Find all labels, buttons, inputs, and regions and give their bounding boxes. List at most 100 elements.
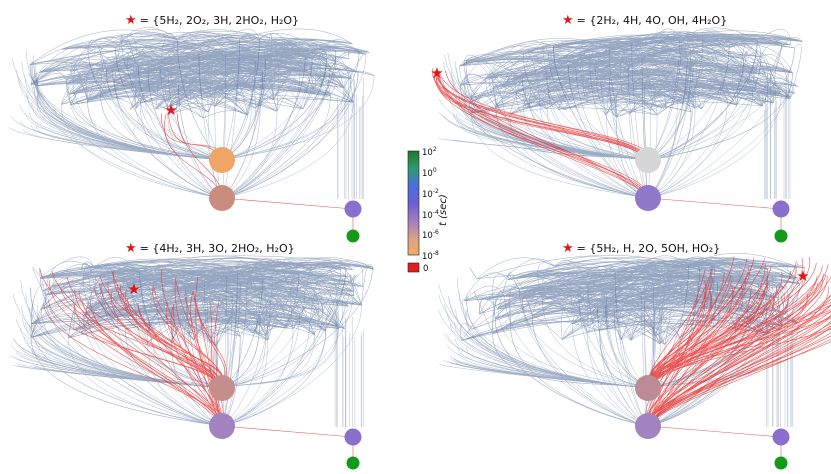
fan-edge (17, 77, 223, 161)
highlight-edge (440, 77, 649, 199)
fan-edge (470, 98, 649, 199)
network-edge (227, 269, 252, 323)
network-edge (228, 265, 374, 319)
network-edge (542, 288, 607, 300)
network-edge (61, 46, 278, 112)
fan-edge (221, 51, 360, 199)
upper-node (209, 147, 235, 173)
network-edge (32, 312, 150, 324)
network-edge (271, 52, 331, 67)
network-edge (504, 291, 533, 316)
network-edge (666, 262, 784, 288)
network-edge (228, 265, 374, 319)
highlight-edge (436, 77, 649, 199)
network-edge (789, 90, 795, 100)
network-edge (476, 257, 555, 279)
network-edge (160, 37, 265, 70)
network-edge (87, 50, 313, 100)
network-edge (466, 42, 610, 98)
network-edge (461, 320, 654, 341)
network-edge (250, 267, 269, 341)
network-edge (542, 274, 582, 300)
network-edge (40, 269, 293, 284)
network-edge (313, 264, 354, 292)
network-edge (620, 264, 715, 340)
network-edge (167, 93, 261, 108)
network-edge (604, 278, 667, 307)
network-edge (29, 62, 304, 110)
network-edge (36, 79, 204, 119)
highlight-edge (647, 304, 831, 427)
network-edge (44, 291, 218, 335)
network-edge (762, 276, 774, 315)
network-edge (534, 272, 699, 302)
network-edge (117, 309, 320, 322)
network-edge (106, 58, 251, 89)
network-edge (521, 290, 645, 300)
network-edge (93, 263, 137, 313)
network-edge (140, 96, 278, 112)
network-edge (228, 314, 315, 335)
network-edge (256, 300, 362, 334)
network-edge (139, 263, 186, 288)
network-edge (463, 294, 523, 302)
network-edge (114, 34, 123, 81)
network-edge (522, 289, 598, 309)
network-edge (285, 317, 326, 331)
network-edge (553, 41, 618, 80)
fan-edge (221, 304, 362, 427)
fan-edge (34, 350, 223, 389)
star-icon: ★ (562, 13, 574, 28)
highlight-edge (647, 325, 831, 427)
network-edge (258, 273, 319, 302)
network-edge (156, 297, 230, 319)
network-edge (292, 274, 348, 286)
fan-edge (647, 43, 782, 161)
network-edge (688, 303, 698, 315)
network-edge (285, 260, 373, 329)
panel-title-3: ★= {4H₂, 3H, 3O, 2HO₂, H₂O} (125, 241, 295, 256)
fan-edge (86, 308, 223, 389)
network-edge (66, 49, 230, 85)
highlight-edge (74, 289, 223, 427)
network-edge (575, 32, 758, 66)
network-edge (61, 45, 272, 77)
network-edge (656, 38, 782, 116)
network-edge (494, 288, 522, 320)
network-edge (258, 272, 273, 298)
network-edge (554, 256, 667, 275)
network-edge (460, 323, 473, 341)
network-edge (570, 288, 743, 313)
network-edge (548, 40, 707, 92)
network-edge (616, 39, 791, 118)
network-edge (330, 62, 352, 79)
star-icon: ★ (562, 241, 574, 256)
network-edge (608, 31, 707, 48)
network-edge (35, 42, 195, 83)
network-edge (459, 36, 803, 67)
network-edge (39, 267, 46, 296)
network-edge (514, 276, 632, 341)
fan-edge (456, 363, 649, 389)
network-edge (61, 40, 352, 79)
network-edge (477, 295, 632, 341)
network-edge (312, 259, 349, 278)
network-edge (548, 72, 610, 92)
network-edge (93, 263, 124, 288)
network-edge (503, 77, 521, 92)
network-edge (507, 54, 694, 81)
network-edge (573, 39, 632, 68)
network-edge (657, 99, 667, 108)
network-edge (649, 39, 728, 100)
network-edge (302, 79, 345, 110)
network-edge (558, 93, 790, 110)
network-edge (697, 265, 700, 315)
network-edge (96, 288, 345, 329)
network-edge (621, 64, 741, 96)
fan-edge (523, 54, 649, 199)
network-edge (495, 310, 660, 345)
network-edge (641, 52, 774, 104)
network-edge (558, 265, 632, 287)
fan-edge (87, 49, 223, 199)
network-edge (70, 88, 331, 105)
